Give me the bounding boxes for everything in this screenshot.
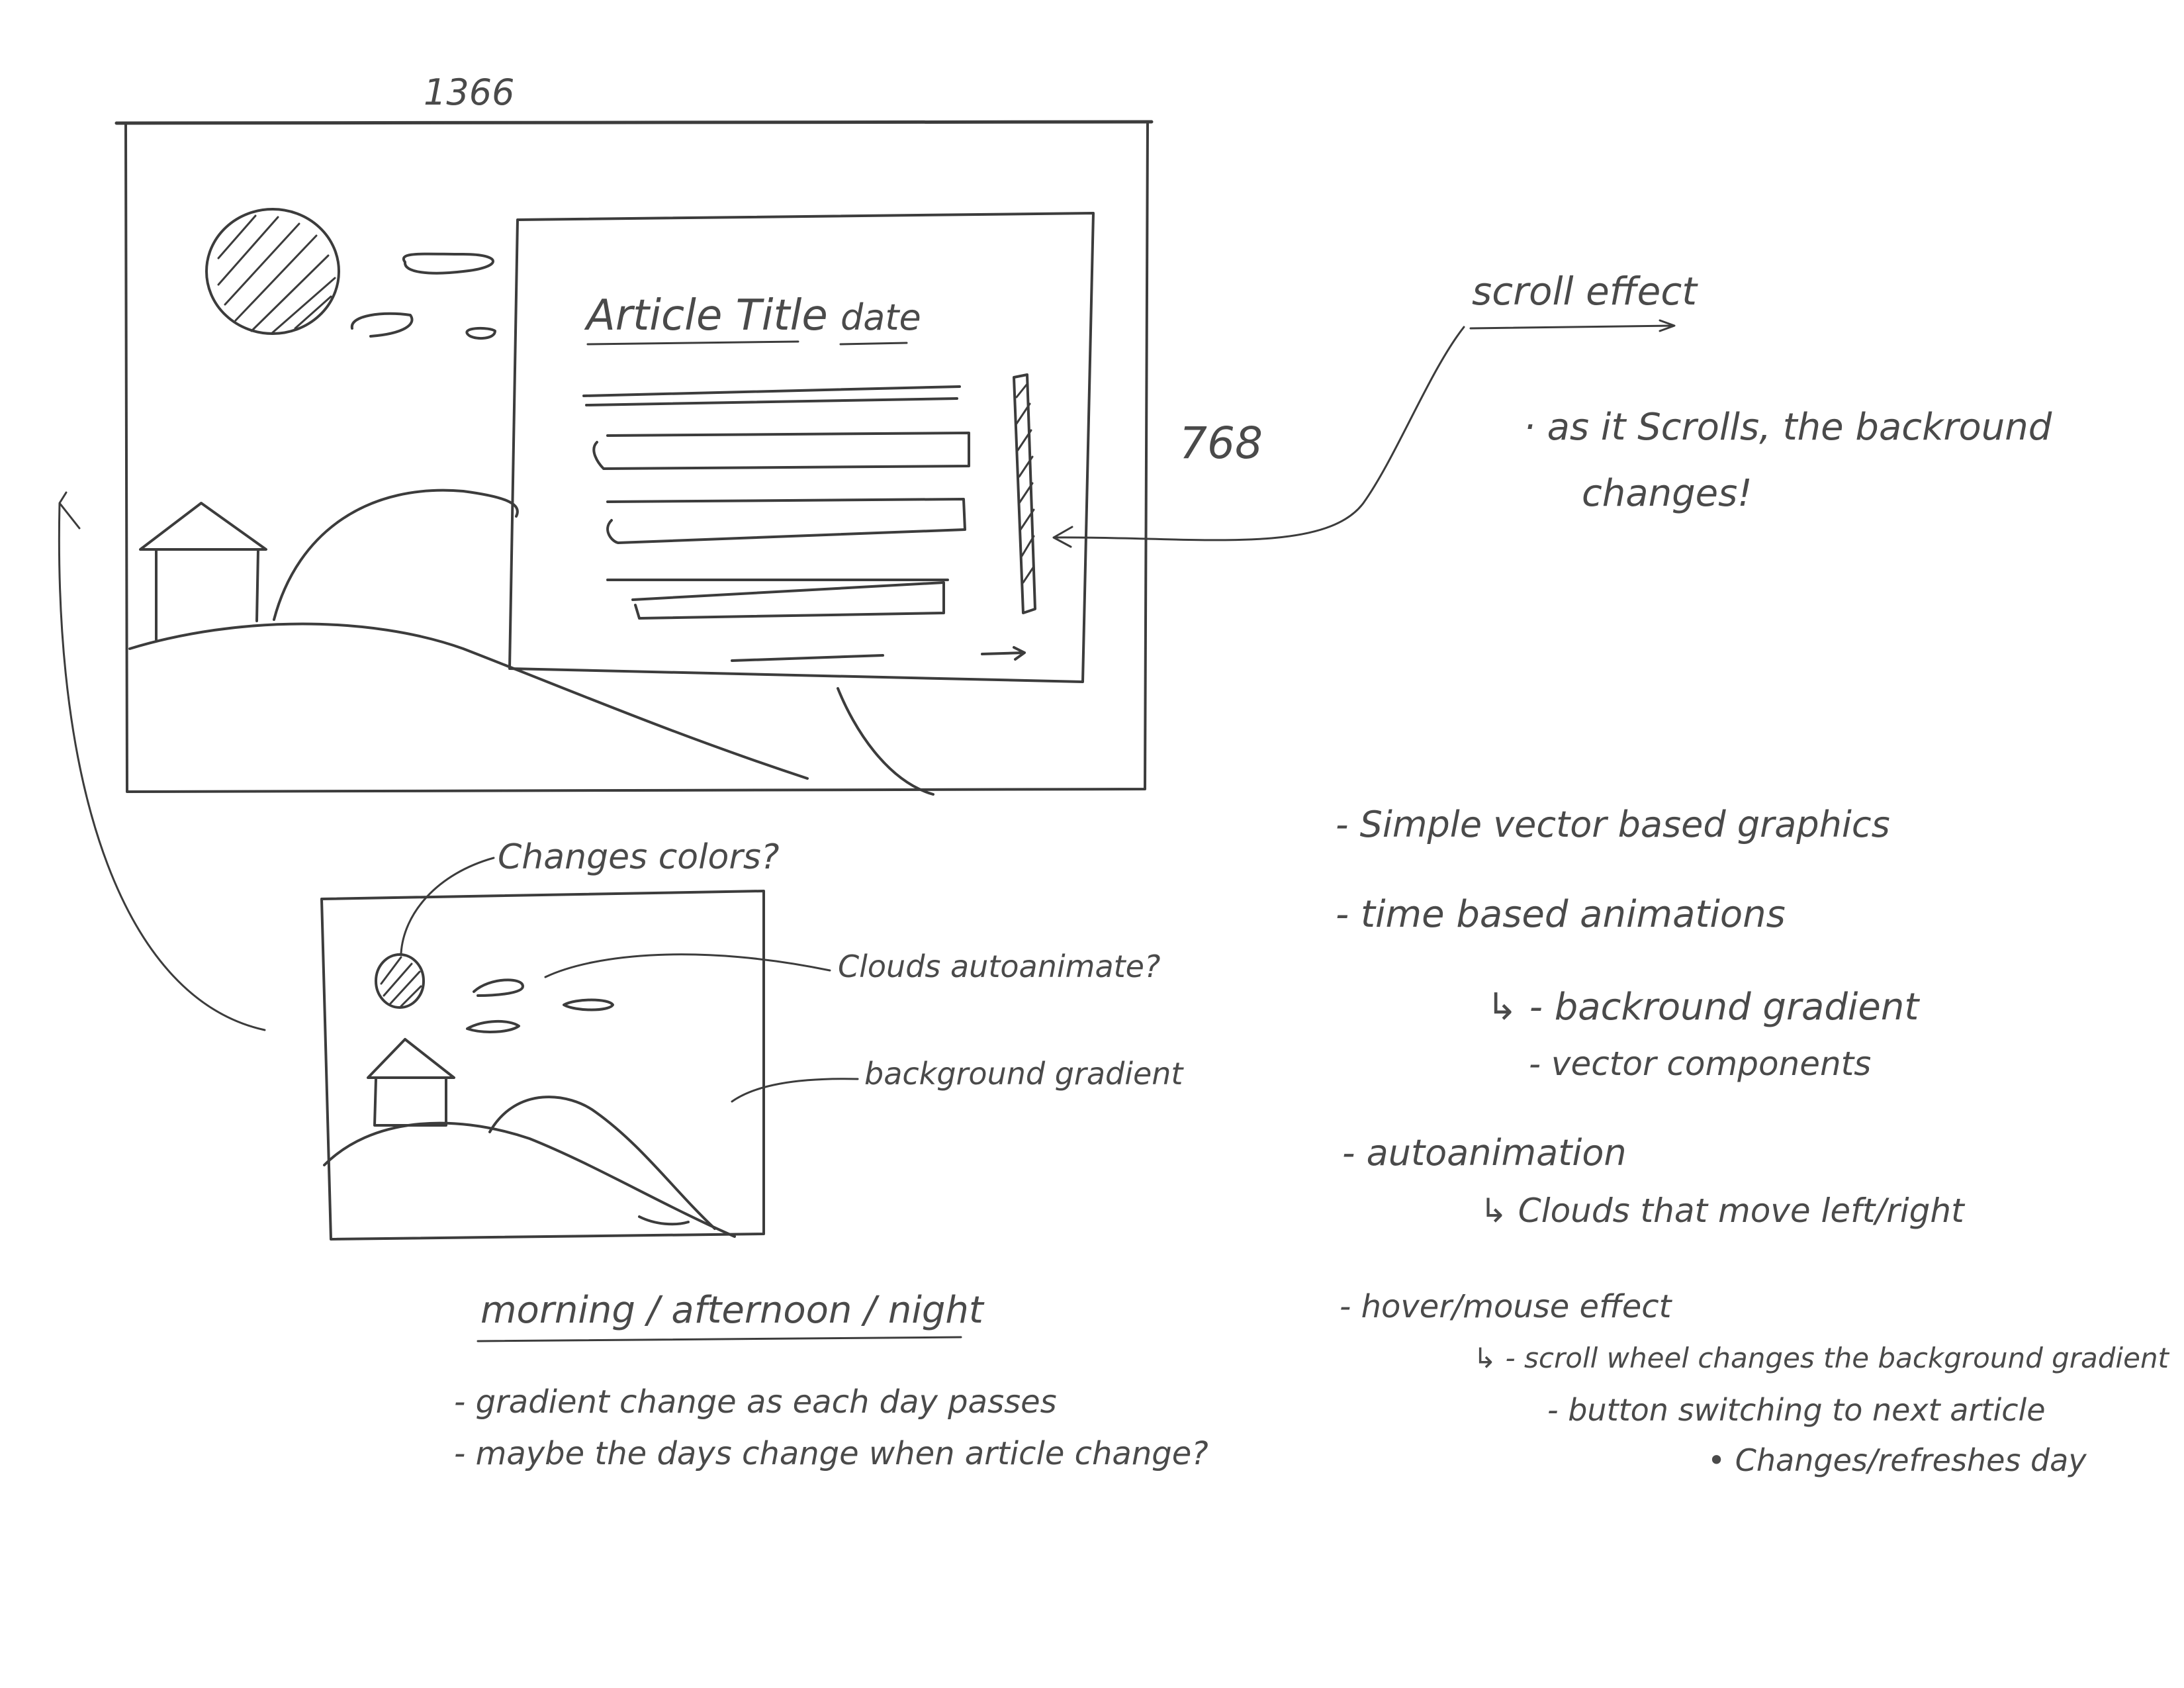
- house-icon: [139, 502, 267, 641]
- feature-hover-sub2: - button switching to next article: [1547, 1392, 2046, 1428]
- height-dimension-label: 768: [1179, 418, 1263, 469]
- feature-hover-sub3: • Changes/refreshes day: [1707, 1442, 2087, 1478]
- mini-frame: [320, 890, 765, 1241]
- link-arrow: [58, 491, 266, 1031]
- feature-autoanimation: - autoanimation: [1342, 1132, 1627, 1174]
- mini-hills-drawing: [323, 1096, 736, 1238]
- cloud-icon: [350, 252, 496, 340]
- mini-sun-icon: [375, 953, 425, 1009]
- article-title: Article Title: [584, 291, 828, 340]
- mini-clouds-icon: [466, 978, 614, 1033]
- feature-time-based-sub2: - vector components: [1529, 1045, 1871, 1083]
- scroll-effect-note: scroll effect · as it Scrolls, the backr…: [1052, 269, 2052, 548]
- feature-autoanimation-sub: ↳ Clouds that move left/right: [1480, 1192, 1966, 1230]
- feature-time-based: - time based animations: [1336, 893, 1786, 936]
- main-frame: 1366 768: [114, 71, 1263, 793]
- scrollbar: [1013, 373, 1036, 614]
- sun-icon: [205, 208, 340, 335]
- article-date: date: [841, 297, 921, 338]
- mini-house-icon: [367, 1038, 455, 1127]
- hills-drawing: [128, 489, 934, 796]
- feature-list: - Simple vector based graphics - time ba…: [1336, 804, 2170, 1478]
- feature-hover: - hover/mouse effect: [1340, 1288, 1673, 1325]
- frame-border: [124, 122, 1149, 793]
- scroll-effect-desc-line1: · as it Scrolls, the backround: [1524, 406, 2052, 449]
- gradient-label: background gradient: [864, 1056, 1184, 1092]
- scroll-effect-desc-line2: changes!: [1582, 472, 1752, 515]
- time-of-day-heading: morning / afternoon / night: [480, 1289, 985, 1332]
- time-of-day-note-2: - maybe the days change when article cha…: [454, 1435, 1208, 1472]
- scroll-effect-arrow: [1052, 326, 1465, 548]
- article-card: Article Title date: [508, 212, 1095, 683]
- time-of-day-note: morning / afternoon / night - gradient c…: [454, 1289, 1208, 1472]
- clouds-label: Clouds autoanimate?: [838, 949, 1160, 984]
- feature-simple-vector: - Simple vector based graphics: [1336, 804, 1890, 845]
- top-edge: [114, 120, 1154, 125]
- width-dimension-label: 1366: [424, 71, 514, 113]
- feature-time-based-sub1: ↳ - backround gradient: [1486, 986, 1920, 1029]
- time-of-day-note-1: - gradient change as each day passes: [454, 1383, 1057, 1421]
- feature-hover-sub1: ↳ - scroll wheel changes the background …: [1473, 1342, 2170, 1374]
- scroll-effect-heading: scroll effect: [1472, 269, 1698, 314]
- article-text-lines: [582, 385, 1026, 662]
- mini-sketch: Changes colors? Clouds autoanimate? back…: [320, 837, 1184, 1241]
- changes-colors-label: Changes colors?: [498, 837, 779, 877]
